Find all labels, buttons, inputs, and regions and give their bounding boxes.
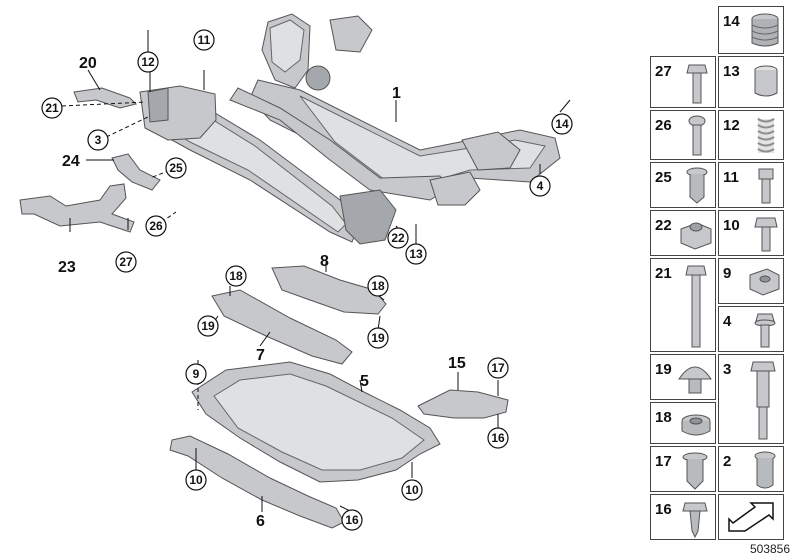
callout-1: 1 bbox=[392, 85, 401, 102]
part-24-bracket bbox=[111, 153, 161, 191]
blind-rivet-nut-icon bbox=[754, 451, 776, 489]
svg-text:10: 10 bbox=[405, 483, 419, 497]
callout-circle-12: 12 bbox=[137, 51, 159, 73]
svg-text:16: 16 bbox=[491, 431, 505, 445]
callout-15: 15 bbox=[448, 355, 466, 372]
legend-cell-19: 19 bbox=[650, 354, 716, 400]
part-23-wishbone bbox=[19, 183, 135, 233]
svg-text:13: 13 bbox=[409, 247, 423, 261]
callout-circle-18a: 18 bbox=[225, 265, 247, 287]
legend-cell-10: 10 bbox=[718, 210, 784, 256]
callout-circle-14: 14 bbox=[551, 113, 573, 135]
legend-cell-26: 26 bbox=[650, 110, 716, 160]
long-bolt-icon bbox=[685, 265, 707, 348]
callout-20: 20 bbox=[79, 55, 97, 72]
callout-circle-9: 9 bbox=[185, 363, 207, 385]
callout-circle-18b: 18 bbox=[367, 275, 389, 297]
callout-circle-17: 17 bbox=[487, 357, 509, 379]
svg-text:25: 25 bbox=[169, 161, 183, 175]
reference-number: 503856 bbox=[749, 542, 790, 556]
flange-bolt-icon bbox=[686, 64, 708, 104]
callout-circle-19b: 19 bbox=[367, 327, 389, 349]
svg-text:16: 16 bbox=[345, 513, 359, 527]
callout-23: 23 bbox=[58, 259, 76, 276]
callout-circle-19a: 19 bbox=[197, 315, 219, 337]
svg-text:18: 18 bbox=[371, 279, 385, 293]
part-15-plate bbox=[417, 389, 509, 419]
legend-cell-18: 18 bbox=[650, 402, 716, 444]
arrow-icon bbox=[728, 502, 774, 532]
callout-circle-25: 25 bbox=[165, 157, 187, 179]
exploded-parts-diagram: 20 24 23 1 8 7 5 15 6 11 12 21 3 25 26 2… bbox=[19, 13, 573, 531]
callout-circle-10b: 10 bbox=[401, 479, 423, 501]
washer-nut-icon bbox=[681, 414, 711, 436]
callout-6: 6 bbox=[256, 513, 265, 530]
callout-circle-4: 4 bbox=[529, 175, 551, 197]
legend-cell-3: 3 bbox=[718, 354, 784, 444]
callout-7: 7 bbox=[256, 347, 265, 364]
callout-circle-22: 22 bbox=[387, 227, 409, 249]
legend-cell-17: 17 bbox=[650, 446, 716, 492]
sheet-screw-icon bbox=[682, 502, 708, 539]
svg-text:21: 21 bbox=[45, 101, 59, 115]
legend-cell-9: 9 bbox=[718, 258, 784, 304]
rivet-nut-icon bbox=[686, 167, 708, 204]
callout-5: 5 bbox=[360, 373, 369, 390]
legend-cell-14: 14 bbox=[718, 6, 784, 54]
svg-text:26: 26 bbox=[149, 219, 163, 233]
torx-bolt-icon bbox=[688, 115, 706, 156]
svg-text:14: 14 bbox=[555, 117, 569, 131]
callout-8: 8 bbox=[320, 253, 329, 270]
legend-cell-21: 21 bbox=[650, 258, 716, 352]
legend-cell-22: 22 bbox=[650, 210, 716, 256]
svg-text:19: 19 bbox=[201, 319, 215, 333]
svg-text:22: 22 bbox=[391, 231, 405, 245]
legend-cell-12: 12 bbox=[718, 110, 784, 160]
callout-circle-27: 27 bbox=[115, 251, 137, 273]
svg-text:11: 11 bbox=[198, 33, 211, 47]
expanding-rivet-icon bbox=[678, 366, 712, 394]
plastic-nut-icon bbox=[682, 452, 708, 490]
legend-cell-11: 11 bbox=[718, 162, 784, 208]
collar-screw-icon bbox=[754, 313, 776, 348]
svg-text:12: 12 bbox=[141, 55, 155, 69]
spring-insert-icon bbox=[757, 118, 775, 153]
callout-circle-3: 3 bbox=[87, 129, 109, 151]
callout-circle-10a: 10 bbox=[185, 469, 207, 491]
part-6-strut-brace bbox=[169, 435, 345, 529]
clip-nut-icon bbox=[749, 268, 780, 296]
callout-circle-16a: 16 bbox=[487, 427, 509, 449]
svg-text:18: 18 bbox=[229, 269, 243, 283]
svg-text:10: 10 bbox=[189, 473, 203, 487]
legend-cell-2: 2 bbox=[718, 446, 784, 492]
svg-text:3: 3 bbox=[95, 133, 102, 147]
callout-24: 24 bbox=[62, 153, 80, 170]
front-axle-subframe bbox=[139, 13, 561, 245]
svg-text:4: 4 bbox=[537, 179, 544, 193]
callout-circle-11: 11 bbox=[193, 29, 215, 51]
legend-cell-4: 4 bbox=[718, 306, 784, 352]
legend-cell-27: 27 bbox=[650, 56, 716, 108]
svg-text:9: 9 bbox=[193, 367, 200, 381]
legend-cell-25: 25 bbox=[650, 162, 716, 208]
hex-flange-screw-icon bbox=[754, 217, 778, 252]
callout-circle-21: 21 bbox=[41, 97, 63, 119]
legend-cell-arrow bbox=[718, 494, 784, 540]
svg-text:19: 19 bbox=[371, 331, 385, 345]
cage-nut-icon bbox=[680, 222, 712, 250]
legend-cell-16: 16 bbox=[650, 494, 716, 540]
legend-cell-13: 13 bbox=[718, 56, 784, 108]
part-7-shield bbox=[211, 289, 353, 365]
callout-circle-16b: 16 bbox=[341, 509, 363, 531]
threaded-insert-icon bbox=[751, 13, 779, 47]
svg-text:17: 17 bbox=[491, 361, 505, 375]
callout-circle-13: 13 bbox=[405, 243, 427, 265]
socket-bolt-icon bbox=[758, 168, 774, 204]
sleeve-icon bbox=[754, 65, 778, 97]
callout-circle-26: 26 bbox=[145, 215, 167, 237]
part-8-shield bbox=[271, 265, 387, 315]
stepped-bolt-icon bbox=[750, 361, 776, 440]
svg-text:27: 27 bbox=[119, 255, 133, 269]
